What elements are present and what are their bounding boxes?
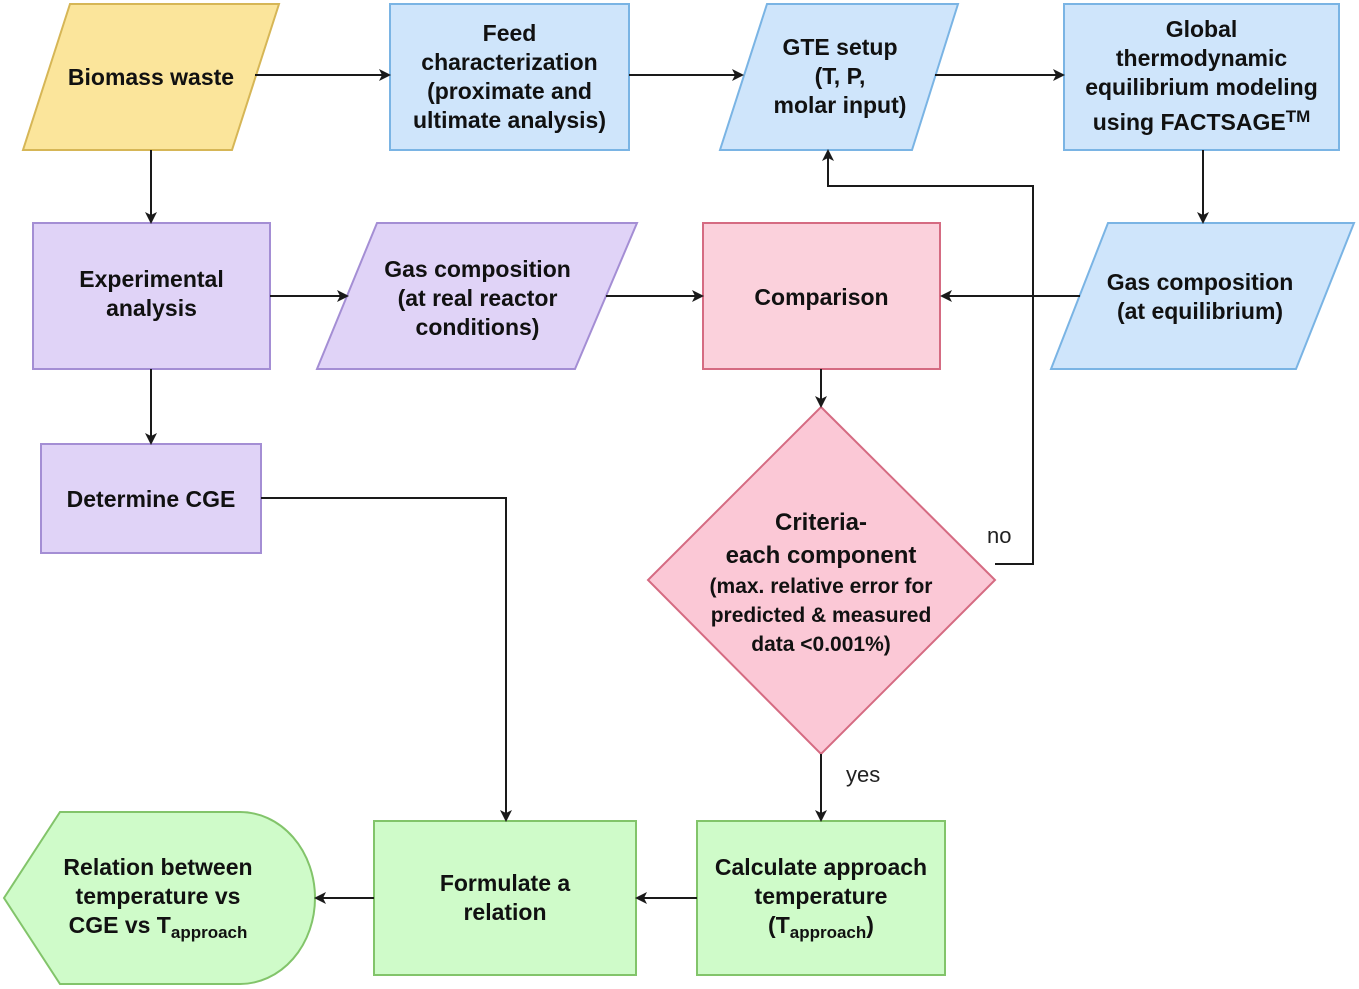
gas-composition-real-label: Gas composition (at real reactor conditi… — [384, 255, 571, 340]
relation-output-label: Relation between temperature vs CGE vs T… — [63, 854, 253, 942]
gas-composition-real-shape — [315, 222, 639, 370]
determine-cge-shape — [40, 443, 262, 554]
global-modeling-label: Global thermodynamic equilibrium modelin… — [1085, 16, 1318, 135]
calculate-approach-label: Calculate approach temperature (Tapproac… — [714, 854, 928, 942]
criteria-label: Criteria- each component (max. relative … — [709, 509, 933, 656]
arrow-criteria-no-to-gte — [822, 149, 1034, 565]
formulate-relation-shape — [373, 820, 637, 976]
determine-cge-label: Determine CGE — [66, 485, 236, 512]
global-modeling-shape — [1063, 3, 1340, 151]
formulate-relation-label: Formulate a relation — [439, 870, 571, 925]
gte-setup-shape — [718, 3, 960, 151]
gte-setup-label: GTE setup (T, P, molar input) — [773, 33, 907, 118]
biomass-waste-shape — [21, 3, 281, 151]
gas-composition-eq-shape — [1049, 222, 1356, 370]
biomass-waste-label: Biomass waste — [67, 63, 235, 90]
feed-characterization-label: Feed characterization (proximate and ult… — [412, 20, 607, 133]
arrow-cge-to-formulate — [261, 497, 512, 822]
comparison-label: Comparison — [754, 283, 889, 310]
experimental-analysis-label: Experimental analysis — [79, 266, 224, 321]
edge-label-no: no — [987, 523, 1012, 548]
connectors — [145, 69, 1209, 904]
relation-output-shape — [2, 811, 316, 985]
edge-label-yes: yes — [846, 762, 881, 787]
feed-characterization-shape — [389, 3, 630, 151]
gas-composition-eq-label: Gas composition (at equilibrium) — [1106, 269, 1294, 324]
